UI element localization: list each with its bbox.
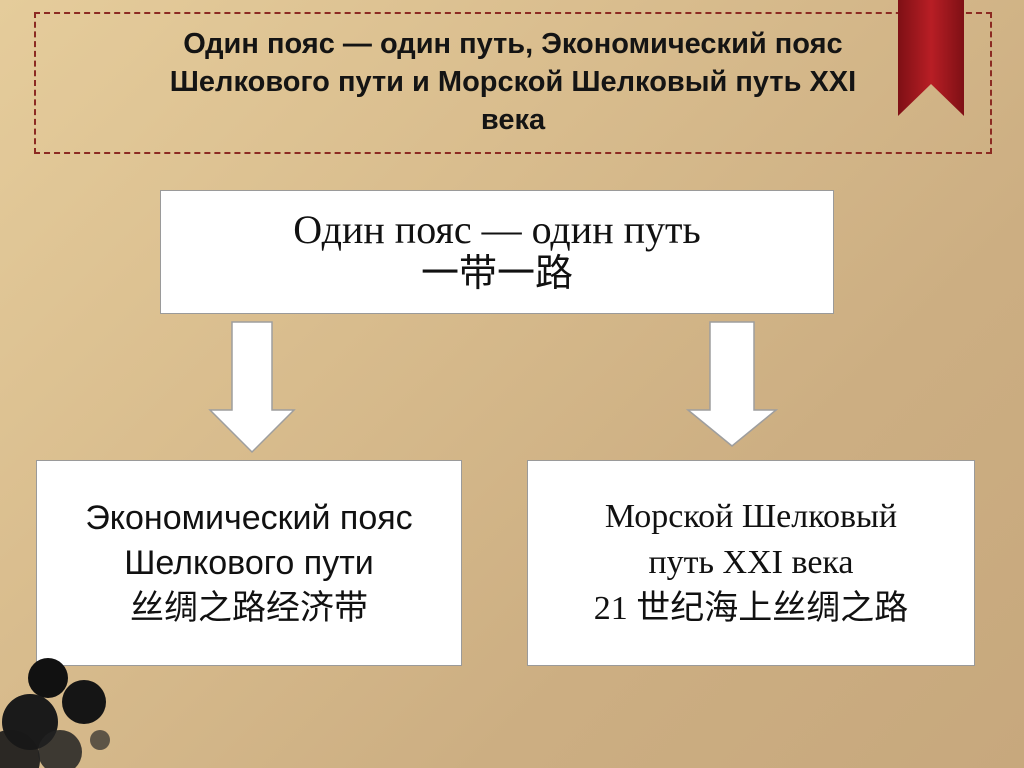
right-box-chinese: 21 世纪海上丝绸之路 — [593, 590, 909, 627]
right-box-line-2: путь XXI века — [648, 544, 854, 581]
down-arrow-icon — [208, 321, 296, 454]
right-box-line-1: Морской Шелковый — [604, 498, 898, 535]
silk-road-economic-belt-box: Экономический пояс Шелкового пути 丝绸之路经济… — [36, 460, 462, 666]
title-frame: Один пояс — один путь, Экономический поя… — [34, 12, 992, 154]
title-line-2: Шелкового пути и Морской Шелковый путь X… — [169, 66, 857, 99]
bookmark-ribbon-icon — [898, 0, 964, 116]
ink-blot-decoration — [0, 658, 110, 768]
left-box-line-2: Шелкового пути — [124, 543, 374, 582]
one-belt-one-road-box: Один пояс — один путь 一带一路 — [160, 190, 834, 314]
maritime-silk-road-box: Морской Шелковый путь XXI века 21 世纪海上丝绸… — [527, 460, 975, 666]
title-line-3: века — [480, 103, 546, 136]
title-line-1: Один пояс — один путь, Экономический поя… — [183, 28, 843, 61]
left-box-chinese: 丝绸之路经济带 — [130, 588, 368, 627]
slide-title: Один пояс — один путь, Экономический поя… — [83, 26, 943, 139]
down-arrow-icon — [686, 321, 778, 447]
top-box-chinese: 一带一路 — [420, 253, 573, 295]
left-box-line-1: Экономический пояс — [85, 498, 413, 537]
top-box-russian: Один пояс — один путь — [293, 207, 701, 252]
